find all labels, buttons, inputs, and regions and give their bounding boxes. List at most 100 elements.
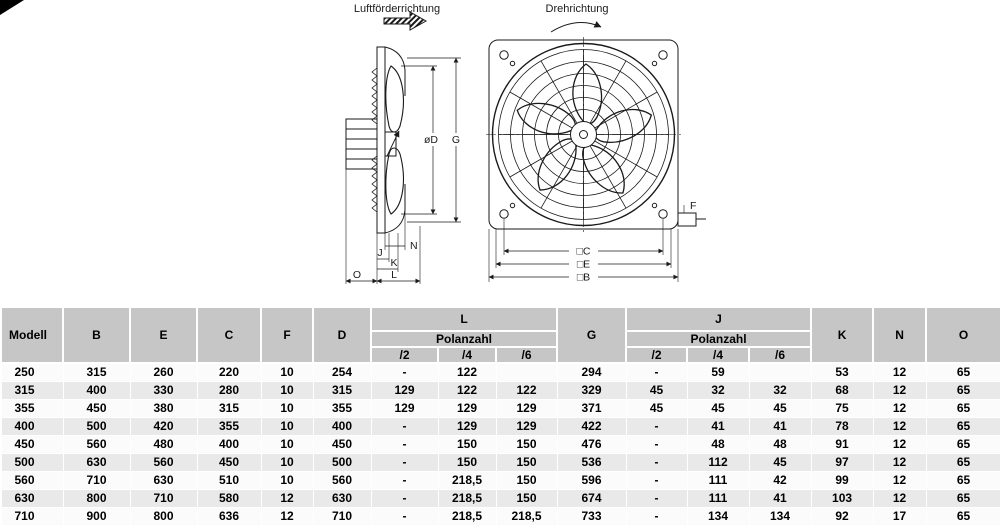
- header-g: G: [556, 306, 628, 364]
- cell-l2: 129: [370, 381, 439, 400]
- dimension-c: □C: [503, 244, 664, 258]
- dimension-e: □E: [495, 257, 672, 271]
- cell-j4: 45: [686, 399, 750, 418]
- cell-g: 371: [556, 399, 627, 418]
- cell-l2: -: [370, 417, 439, 436]
- cell-l2: -: [370, 507, 439, 526]
- cell-g: 733: [556, 507, 627, 526]
- cell-j2: -: [625, 453, 688, 472]
- cell-d: 450: [312, 435, 372, 454]
- dim-label-d: øD: [424, 134, 438, 146]
- cell-j6: 48: [748, 435, 812, 454]
- cell-g: 422: [556, 417, 627, 436]
- cell-modell: 355: [0, 399, 64, 418]
- dimensions-table: Modell B E C F D L G J K N O Polanzahl P…: [0, 306, 1000, 526]
- cell-l2: -: [370, 489, 439, 508]
- cell-modell: 450: [0, 435, 64, 454]
- dim-label-g: G: [452, 134, 460, 146]
- cell-modell: 400: [0, 417, 64, 436]
- hub-front: [570, 121, 597, 148]
- dimension-k: K: [377, 257, 398, 270]
- cell-b: 400: [62, 381, 131, 400]
- cell-j6: 41: [748, 417, 812, 436]
- cell-d: 560: [312, 471, 372, 490]
- dim-label-o: O: [353, 269, 361, 281]
- dim-label-k: K: [390, 257, 397, 269]
- rotation-arrow-icon: [550, 21, 602, 33]
- dim-label-n: N: [410, 240, 418, 252]
- cell-f: 12: [260, 507, 314, 526]
- cell-j4: 59: [686, 362, 750, 382]
- cell-n: 12: [872, 417, 927, 436]
- motor: [345, 118, 378, 170]
- cell-b: 315: [62, 362, 131, 382]
- cell-j6: 134: [748, 507, 812, 526]
- cell-j4: 111: [686, 471, 750, 490]
- dimension-d: øD: [401, 65, 444, 215]
- cell-e: 420: [129, 417, 198, 436]
- cell-j2: 45: [625, 381, 688, 400]
- cell-modell: 250: [0, 362, 64, 382]
- cell-k: 68: [810, 381, 874, 400]
- header-l-polanzahl: Polanzahl: [369, 330, 559, 348]
- header-b: B: [62, 306, 131, 364]
- cell-c: 315: [196, 399, 262, 418]
- cell-l6: 218,5: [495, 507, 558, 526]
- header-o: O: [925, 306, 1000, 364]
- cell-l6: 150: [495, 489, 558, 508]
- cell-k: 103: [810, 489, 874, 508]
- header-l4: /4: [437, 346, 497, 364]
- cell-modell: 560: [0, 471, 64, 490]
- dimension-g: G: [407, 57, 463, 223]
- cell-l4: 122: [437, 381, 497, 400]
- cell-f: 10: [260, 417, 314, 436]
- wall-plate: [376, 46, 386, 234]
- corner-mark: [0, 0, 24, 15]
- cell-n: 12: [872, 362, 927, 382]
- cell-g: 536: [556, 453, 627, 472]
- cell-c: 280: [196, 381, 262, 400]
- cell-l6: 129: [495, 399, 558, 418]
- cell-l2: -: [370, 362, 439, 382]
- dim-label-c: □C: [577, 246, 591, 258]
- cell-l4: 129: [437, 417, 497, 436]
- header-modell: Modell: [0, 306, 64, 364]
- cell-modell: 500: [0, 453, 64, 472]
- extension-lines-side: [345, 169, 421, 284]
- cell-j6: 45: [748, 399, 812, 418]
- cell-j6: 42: [748, 471, 812, 490]
- cell-k: 75: [810, 399, 874, 418]
- cell-n: 12: [872, 471, 927, 490]
- blade-serrations: [371, 67, 378, 213]
- cell-e: 480: [129, 435, 198, 454]
- cell-c: 580: [196, 489, 262, 508]
- cell-l2: -: [370, 471, 439, 490]
- hub: [384, 131, 397, 157]
- dimension-b: □B: [488, 270, 679, 284]
- cell-b: 500: [62, 417, 131, 436]
- cell-e: 710: [129, 489, 198, 508]
- cell-l2: -: [370, 435, 439, 454]
- cell-l2: -: [370, 453, 439, 472]
- header-c: C: [196, 306, 262, 364]
- cell-d: 630: [312, 489, 372, 508]
- cell-o: 65: [925, 435, 1000, 454]
- cell-j2: -: [625, 489, 688, 508]
- cell-j4: 32: [686, 381, 750, 400]
- cell-c: 400: [196, 435, 262, 454]
- cell-j2: -: [625, 471, 688, 490]
- cell-o: 65: [925, 507, 1000, 526]
- cell-j4: 41: [686, 417, 750, 436]
- cell-b: 800: [62, 489, 131, 508]
- cell-f: 10: [260, 381, 314, 400]
- cell-d: 355: [312, 399, 372, 418]
- cell-j2: -: [625, 362, 688, 382]
- flow-direction-label: Luftförderrichtung: [354, 3, 440, 15]
- table-header-row-1: Modell B E C F D L G J K N O: [0, 306, 1000, 364]
- cell-n: 12: [872, 399, 927, 418]
